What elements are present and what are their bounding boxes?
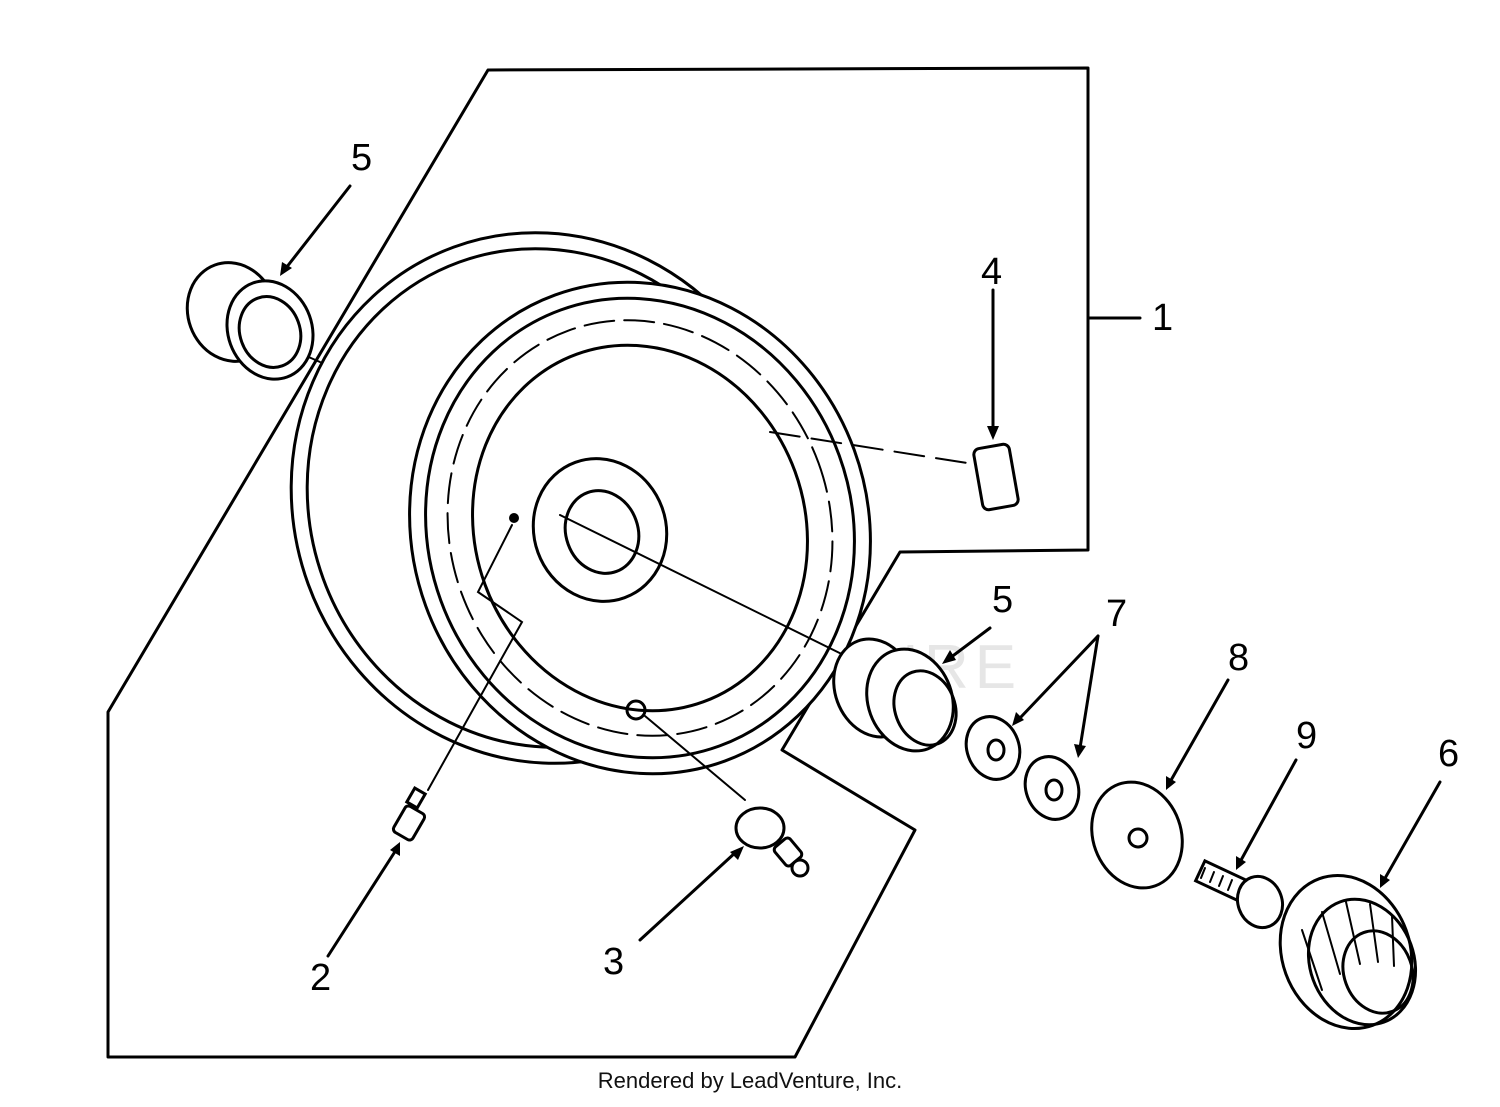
callout-3: 3 <box>603 941 624 983</box>
grease-fitting-hole <box>625 699 647 721</box>
grease-fitting <box>734 806 810 878</box>
bearing-left <box>185 261 315 381</box>
washer-2 <box>1023 755 1081 821</box>
callout-1: 1 <box>1152 297 1173 339</box>
callout-7: 7 <box>1106 593 1127 635</box>
callout-9: 9 <box>1296 715 1317 757</box>
leader-arrows <box>280 184 1442 958</box>
callout-5-right: 5 <box>992 579 1013 621</box>
grease-fitting-path <box>644 715 746 801</box>
callout-4: 4 <box>981 251 1002 293</box>
large-washer <box>1090 780 1184 890</box>
bolt <box>1193 858 1285 930</box>
insert-axis <box>769 431 981 466</box>
valve-leader-path <box>427 524 524 791</box>
valve-stem <box>391 786 428 842</box>
footer-credit: Rendered by LeadVenture, Inc. <box>597 1068 903 1093</box>
callout-8: 8 <box>1228 637 1249 679</box>
callout-6: 6 <box>1438 733 1459 775</box>
callout-2: 2 <box>310 957 331 999</box>
axis-line <box>559 514 871 669</box>
washer-1 <box>964 715 1022 781</box>
assembly-boundary <box>106 66 1090 1059</box>
wheel-rim <box>289 231 872 776</box>
rim-insert <box>972 442 1020 512</box>
hub-cap <box>1278 874 1418 1030</box>
bearing-right <box>832 637 958 753</box>
callout-5-left: 5 <box>351 137 372 179</box>
